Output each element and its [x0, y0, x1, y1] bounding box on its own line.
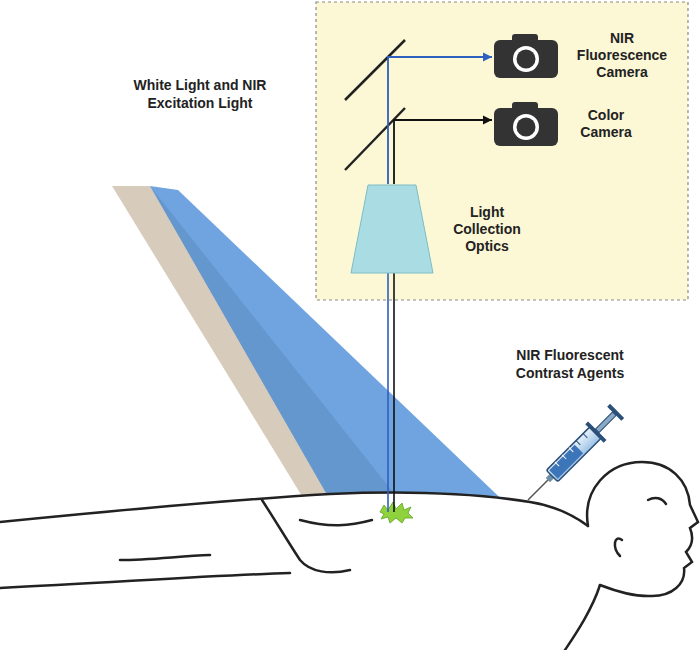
connector-line: [388, 57, 492, 184]
optics-lens: [350, 184, 434, 274]
fluorescent-spot: [380, 502, 413, 523]
mirror: [345, 108, 405, 170]
instrument-panel: [316, 2, 688, 300]
annotation-label: White Light and NIR Excitation Light: [110, 76, 290, 112]
light-path-arrow: [388, 53, 492, 185]
optics-node: Light Collection Optics: [350, 184, 530, 274]
camera-icon: [492, 100, 560, 148]
node-label: Color Camera: [570, 107, 642, 141]
syringe: [519, 402, 626, 509]
camera-node: NIR Fluorescence Camera: [492, 30, 674, 81]
patient-outline: [0, 462, 698, 650]
connector-line: [394, 120, 492, 184]
mirror: [345, 40, 405, 100]
light-path-arrow: [394, 116, 492, 185]
annotation-label: NIR Fluorescent Contrast Agents: [495, 346, 645, 382]
node-label: NIR Fluorescence Camera: [570, 30, 674, 81]
node-label: Light Collection Optics: [444, 204, 530, 255]
camera-node: Color Camera: [492, 100, 642, 148]
arrowhead: [483, 116, 492, 125]
arrowhead: [483, 53, 492, 62]
camera-icon: [492, 32, 560, 80]
